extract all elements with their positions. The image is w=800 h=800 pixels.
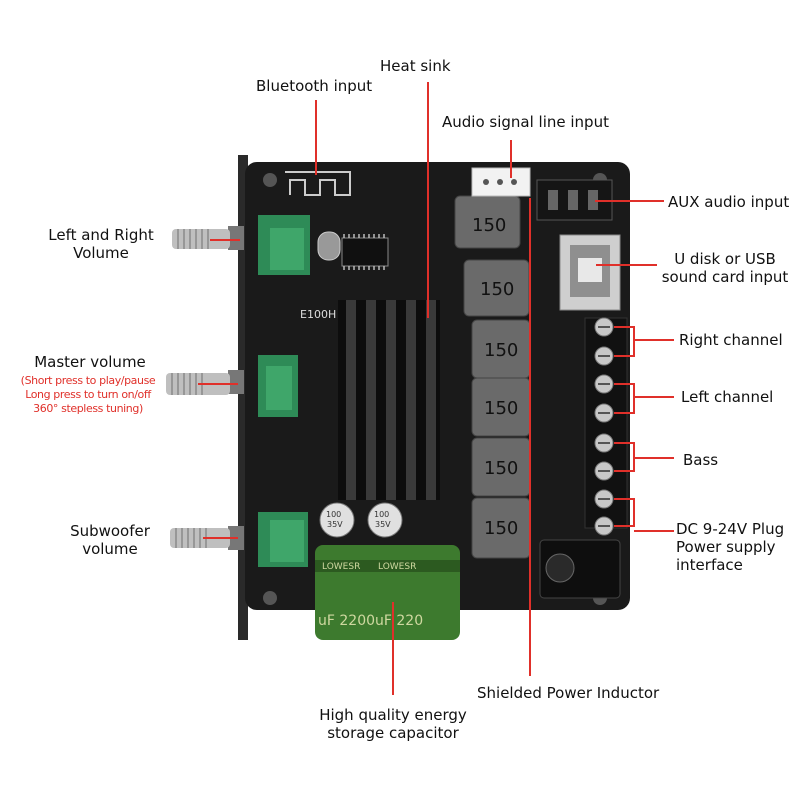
svg-text:100: 100 bbox=[326, 510, 341, 519]
label-master-notes: (Short press to play/pause Long press to… bbox=[8, 374, 168, 416]
label-usb-input: U disk or USB sound card input bbox=[660, 250, 790, 286]
label-lr-line2: Volume bbox=[73, 244, 129, 262]
pcb-code: E100H bbox=[300, 308, 336, 321]
svg-text:150: 150 bbox=[472, 215, 506, 236]
label-aux-audio-input: AUX audio input bbox=[668, 193, 790, 211]
svg-text:LOWESR: LOWESR bbox=[322, 562, 360, 572]
energy-storage-capacitor: LOWESR LOWESR uF 2200uF 220 bbox=[315, 545, 460, 640]
speaker-terminals bbox=[594, 317, 614, 536]
master-volume-knob bbox=[166, 370, 244, 395]
label-master-note2: Long press to turn on/off bbox=[25, 388, 151, 401]
heat-sink bbox=[338, 300, 440, 500]
label-left-channel: Left channel bbox=[681, 388, 774, 406]
svg-text:uF 2200uF 220: uF 2200uF 220 bbox=[318, 613, 423, 629]
inductor: 150 bbox=[471, 319, 531, 379]
inductor: 150 bbox=[463, 259, 530, 317]
svg-text:150: 150 bbox=[480, 279, 514, 300]
label-dc-line1: DC 9-24V Plug bbox=[676, 520, 785, 538]
label-master-note3: 360° stepless tuning) bbox=[33, 402, 143, 415]
label-heat-sink: Heat sink bbox=[380, 57, 451, 75]
label-shielded-power-inductor: Shielded Power Inductor bbox=[477, 684, 660, 702]
ic-chip bbox=[341, 237, 389, 267]
svg-text:150: 150 bbox=[484, 458, 518, 479]
label-capacitor-line1: High quality energy bbox=[319, 706, 467, 724]
pointer-lines bbox=[198, 82, 674, 695]
small-capacitor: 100 35V bbox=[367, 502, 403, 538]
label-dc-line2: Power supply bbox=[676, 538, 776, 556]
svg-text:150: 150 bbox=[484, 398, 518, 419]
inductor: 150 bbox=[471, 497, 531, 559]
label-bluetooth-input: Bluetooth input bbox=[256, 77, 373, 95]
label-usb-line2: sound card input bbox=[661, 268, 789, 286]
small-capacitor: 100 35V bbox=[319, 502, 355, 538]
label-dc-power: DC 9-24V Plug Power supply interface bbox=[676, 520, 784, 574]
svg-text:150: 150 bbox=[484, 340, 518, 361]
label-sub-volume: Subwoofer volume bbox=[60, 522, 160, 558]
mounting-hole bbox=[263, 173, 277, 187]
crystal-oscillator bbox=[317, 231, 341, 261]
sub-volume-knob bbox=[170, 526, 244, 550]
svg-text:150: 150 bbox=[484, 518, 518, 539]
label-sub-line1: Subwoofer bbox=[70, 522, 150, 540]
lr-volume-knob bbox=[172, 226, 244, 250]
label-right-channel: Right channel bbox=[679, 331, 783, 349]
inductor: 150 bbox=[454, 195, 521, 249]
label-usb-line1: U disk or USB bbox=[674, 250, 776, 268]
label-master-note1: (Short press to play/pause bbox=[20, 374, 156, 387]
svg-text:35V: 35V bbox=[375, 520, 391, 529]
label-audio-signal-line-input: Audio signal line input bbox=[442, 113, 609, 131]
label-master-volume: Master volume bbox=[34, 353, 146, 371]
inductor: 150 bbox=[471, 377, 531, 437]
label-energy-capacitor: High quality energy storage capacitor bbox=[290, 706, 496, 742]
svg-text:100: 100 bbox=[374, 510, 389, 519]
label-lr-volume: Left and Right Volume bbox=[40, 226, 162, 262]
label-dc-line3: interface bbox=[676, 556, 743, 574]
label-sub-line2: volume bbox=[82, 540, 138, 558]
label-capacitor-line2: storage capacitor bbox=[327, 724, 459, 742]
inductor: 150 bbox=[471, 437, 531, 497]
label-bass: Bass bbox=[683, 451, 719, 469]
mounting-hole bbox=[263, 591, 277, 605]
svg-text:LOWESR: LOWESR bbox=[378, 562, 416, 572]
label-lr-line1: Left and Right bbox=[48, 226, 154, 244]
bluetooth-antenna bbox=[285, 171, 351, 196]
svg-text:35V: 35V bbox=[327, 520, 343, 529]
